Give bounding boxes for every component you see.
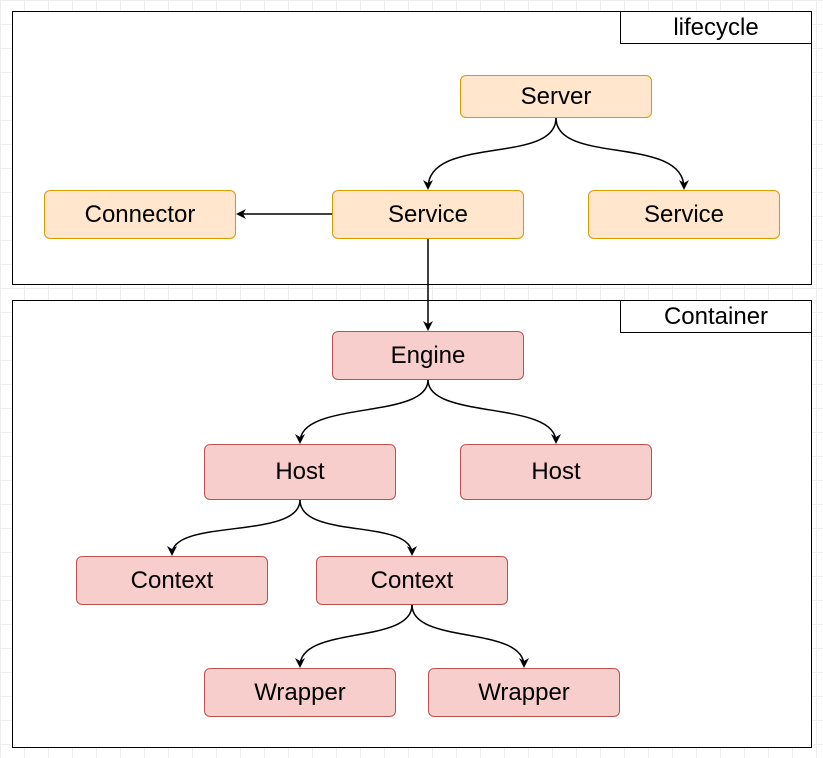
wrapper-node-left[interactable]: Wrapper xyxy=(204,668,396,717)
host-node-left[interactable]: Host xyxy=(204,444,396,500)
context-node-left[interactable]: Context xyxy=(76,556,268,605)
connector-node[interactable]: Connector xyxy=(44,190,236,239)
server-node[interactable]: Server xyxy=(460,75,652,118)
container-group-label: Container xyxy=(620,300,812,333)
engine-node[interactable]: Engine xyxy=(332,331,524,380)
service-node-right[interactable]: Service xyxy=(588,190,780,239)
host-node-right[interactable]: Host xyxy=(460,444,652,500)
context-node-right[interactable]: Context xyxy=(316,556,508,605)
wrapper-node-right[interactable]: Wrapper xyxy=(428,668,620,717)
lifecycle-group-label: lifecycle xyxy=(620,11,812,44)
lifecycle-group xyxy=(12,11,812,285)
service-node[interactable]: Service xyxy=(332,190,524,239)
